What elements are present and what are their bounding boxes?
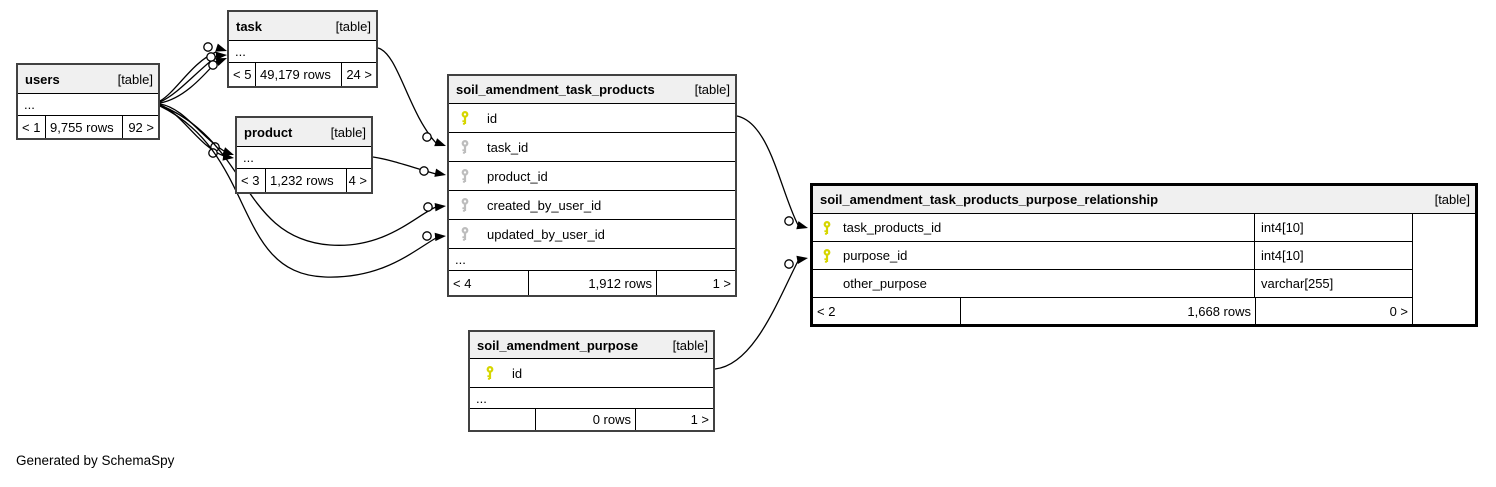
foreign-key-icon bbox=[461, 140, 469, 154]
collapsed-columns-row: ... bbox=[229, 41, 376, 63]
table-badge: [table] bbox=[694, 82, 730, 97]
children-count: 92 > bbox=[122, 116, 158, 138]
collapsed-columns-row: ... bbox=[449, 249, 735, 271]
table-name: soil_amendment_purpose bbox=[477, 337, 639, 353]
foreign-key-icon bbox=[461, 227, 469, 241]
row-count: 1,912 rows bbox=[528, 271, 656, 295]
children-count: 0 > bbox=[1255, 298, 1412, 324]
row-count: 9,755 rows bbox=[45, 116, 122, 138]
edge-users-created-by bbox=[159, 104, 446, 246]
foreign-key-icon bbox=[461, 169, 469, 183]
edge-satp-task-products-id bbox=[736, 115, 808, 230]
table-soil-amendment-task-products[interactable]: soil_amendment_task_products [table] id … bbox=[447, 74, 737, 297]
table-users[interactable]: users [table] ... < 1 9,755 rows 92 > bbox=[16, 63, 160, 140]
collapsed-columns-row: ... bbox=[18, 94, 158, 116]
primary-key-icon bbox=[461, 111, 469, 125]
row-count: 1,668 rows bbox=[960, 298, 1255, 324]
table-name: users bbox=[25, 71, 60, 87]
column-row-updated-by-user-id: updated_by_user_id bbox=[449, 220, 735, 249]
column-type: varchar[255] bbox=[1261, 276, 1334, 291]
table-name: soil_amendment_task_products bbox=[456, 82, 655, 97]
generator-note: Generated by SchemaSpy bbox=[16, 453, 175, 468]
table-soil-amendment-task-products-purpose-relationship[interactable]: soil_amendment_task_products_purpose_rel… bbox=[810, 183, 1478, 327]
edge-task-task-id bbox=[377, 47, 446, 147]
column-name: created_by_user_id bbox=[487, 197, 602, 213]
column-row-task-id: task_id bbox=[449, 133, 735, 162]
row-count: 1,232 rows bbox=[265, 169, 346, 192]
table-footer: < 2 1,668 rows 0 > bbox=[813, 298, 1412, 324]
column-row-other-purpose: other_purpose varchar[255] bbox=[813, 270, 1412, 298]
parents-count: < 1 bbox=[22, 119, 41, 135]
row-count: 0 rows bbox=[535, 409, 635, 430]
table-footer: < 5 49,179 rows 24 > bbox=[229, 63, 376, 86]
table-badge: [table] bbox=[335, 18, 371, 34]
children-count: 1 > bbox=[635, 409, 713, 430]
column-row-task-products-id: task_products_id int4[10] bbox=[813, 214, 1412, 242]
column-name: task_products_id bbox=[843, 220, 942, 235]
parents-count bbox=[470, 409, 535, 430]
table-product-header: product [table] bbox=[237, 118, 371, 147]
column-name: id bbox=[512, 365, 523, 381]
table-header: soil_amendment_purpose [table] bbox=[470, 332, 713, 359]
column-name: product_id bbox=[487, 168, 548, 184]
empty-side-column bbox=[1412, 214, 1475, 324]
column-name: task_id bbox=[487, 139, 529, 155]
table-footer: < 1 9,755 rows 92 > bbox=[18, 116, 158, 138]
column-name: id bbox=[487, 110, 498, 126]
table-name: task bbox=[236, 18, 263, 34]
column-row-product-id: product_id bbox=[449, 162, 735, 191]
column-name: purpose_id bbox=[843, 248, 908, 263]
children-count: 24 > bbox=[341, 63, 376, 86]
edge-purpose-purpose-id bbox=[714, 255, 808, 370]
primary-key-icon bbox=[486, 366, 494, 380]
children-count: 1 > bbox=[656, 271, 735, 295]
children-count: 4 > bbox=[346, 169, 371, 192]
foreign-key-icon bbox=[461, 198, 469, 212]
table-users-header: users [table] bbox=[18, 65, 158, 94]
column-type: int4[10] bbox=[1261, 248, 1304, 263]
table-footer: < 4 1,912 rows 1 > bbox=[449, 271, 735, 295]
parents-count: < 2 bbox=[817, 303, 836, 319]
row-count: 49,179 rows bbox=[255, 63, 341, 86]
edge-users-task-3 bbox=[159, 58, 227, 104]
table-product[interactable]: product [table] ... < 3 1,232 rows 4 > bbox=[235, 116, 373, 194]
column-row-id: id bbox=[470, 359, 713, 388]
table-name: product bbox=[244, 124, 293, 140]
table-badge: [table] bbox=[1434, 192, 1470, 207]
table-badge: [table] bbox=[330, 124, 366, 140]
table-name: soil_amendment_task_products_purpose_rel… bbox=[820, 192, 1159, 207]
table-badge: [table] bbox=[672, 337, 708, 353]
column-row-purpose-id: purpose_id int4[10] bbox=[813, 242, 1412, 270]
primary-key-icon bbox=[823, 220, 831, 235]
primary-key-icon bbox=[823, 248, 831, 263]
column-name: other_purpose bbox=[843, 276, 927, 291]
collapsed-columns-row: ... bbox=[237, 147, 371, 169]
column-name: updated_by_user_id bbox=[487, 226, 605, 242]
table-header: soil_amendment_task_products_purpose_rel… bbox=[813, 186, 1475, 214]
table-soil-amendment-purpose[interactable]: soil_amendment_purpose [table] id ... 0 … bbox=[468, 330, 715, 432]
edge-users-task-1 bbox=[159, 42, 227, 102]
table-header: soil_amendment_task_products [table] bbox=[449, 76, 735, 104]
collapsed-columns-row: ... bbox=[470, 388, 713, 409]
table-task-header: task [table] bbox=[229, 12, 376, 41]
table-footer: < 3 1,232 rows 4 > bbox=[237, 169, 371, 192]
parents-count: < 4 bbox=[453, 275, 472, 291]
column-type: int4[10] bbox=[1261, 220, 1304, 235]
column-row-created-by-user-id: created_by_user_id bbox=[449, 191, 735, 220]
edge-users-updated-by bbox=[159, 105, 446, 278]
table-footer: 0 rows 1 > bbox=[470, 409, 713, 430]
edge-product-product-id bbox=[372, 156, 446, 177]
table-badge: [table] bbox=[117, 71, 153, 87]
table-task[interactable]: task [table] ... < 5 49,179 rows 24 > bbox=[227, 10, 378, 88]
column-row-id: id bbox=[449, 104, 735, 133]
parents-count: < 3 bbox=[241, 173, 260, 188]
parents-count: < 5 bbox=[233, 67, 252, 82]
